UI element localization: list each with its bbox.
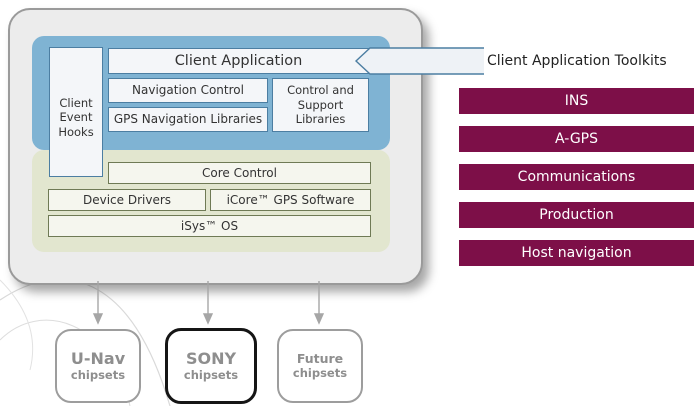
chipset-label: chipsets: [183, 368, 239, 383]
client-application-box: Client Application: [108, 48, 369, 74]
isys-os-box: iSys™ OS: [48, 215, 371, 237]
gps-navigation-libraries-label: GPS Navigation Libraries: [113, 112, 263, 126]
down-arrow-future: [313, 281, 325, 325]
client-event-hooks-label: Client Event Hooks: [58, 96, 94, 139]
toolkit-label: Communications: [517, 169, 636, 185]
chipset-sony: SONY chipsets: [165, 328, 257, 404]
client-event-hooks-box: Client Event Hooks: [49, 47, 103, 177]
toolkit-agps: A-GPS: [459, 126, 694, 152]
chipset-name: U-Nav: [70, 348, 126, 368]
core-control-box: Core Control: [108, 162, 371, 184]
icore-gps-software-label: iCore™ GPS Software: [226, 192, 355, 207]
down-arrow-unav: [92, 281, 104, 325]
toolkit-label: Production: [539, 207, 614, 223]
control-support-libraries-label: Control and Support Libraries: [287, 83, 354, 127]
navigation-control-box: Navigation Control: [108, 78, 268, 103]
control-support-libraries-box: Control and Support Libraries: [272, 78, 369, 132]
navigation-control-label: Navigation Control: [132, 83, 244, 97]
toolkit-production: Production: [459, 202, 694, 228]
toolkit-pointer-arrow: [354, 47, 484, 75]
toolkit-label: Host navigation: [521, 245, 632, 261]
toolkits-title-box: Client Application Toolkits: [450, 47, 698, 75]
chipset-label: chipsets: [70, 368, 126, 383]
toolkit-host-navigation: Host navigation: [459, 240, 694, 266]
chipset-label: chipsets: [292, 366, 348, 381]
toolkit-label: INS: [564, 93, 589, 109]
core-control-label: Core Control: [202, 165, 277, 180]
client-application-label: Client Application: [174, 52, 303, 69]
device-drivers-box: Device Drivers: [48, 189, 206, 211]
chipset-name: Future: [296, 351, 344, 367]
icore-gps-software-box: iCore™ GPS Software: [210, 189, 371, 211]
toolkits-title: Client Application Toolkits: [487, 53, 667, 69]
down-arrow-sony: [202, 281, 214, 325]
isys-os-label: iSys™ OS: [180, 218, 239, 233]
device-drivers-label: Device Drivers: [82, 192, 172, 207]
gps-navigation-libraries-box: GPS Navigation Libraries: [108, 107, 268, 132]
toolkit-communications: Communications: [459, 164, 694, 190]
toolkit-ins: INS: [459, 88, 694, 114]
chipset-name: SONY: [185, 348, 237, 368]
toolkit-label: A-GPS: [554, 131, 598, 147]
chipset-future: Future chipsets: [277, 329, 363, 403]
chipset-unav: U-Nav chipsets: [55, 329, 141, 403]
